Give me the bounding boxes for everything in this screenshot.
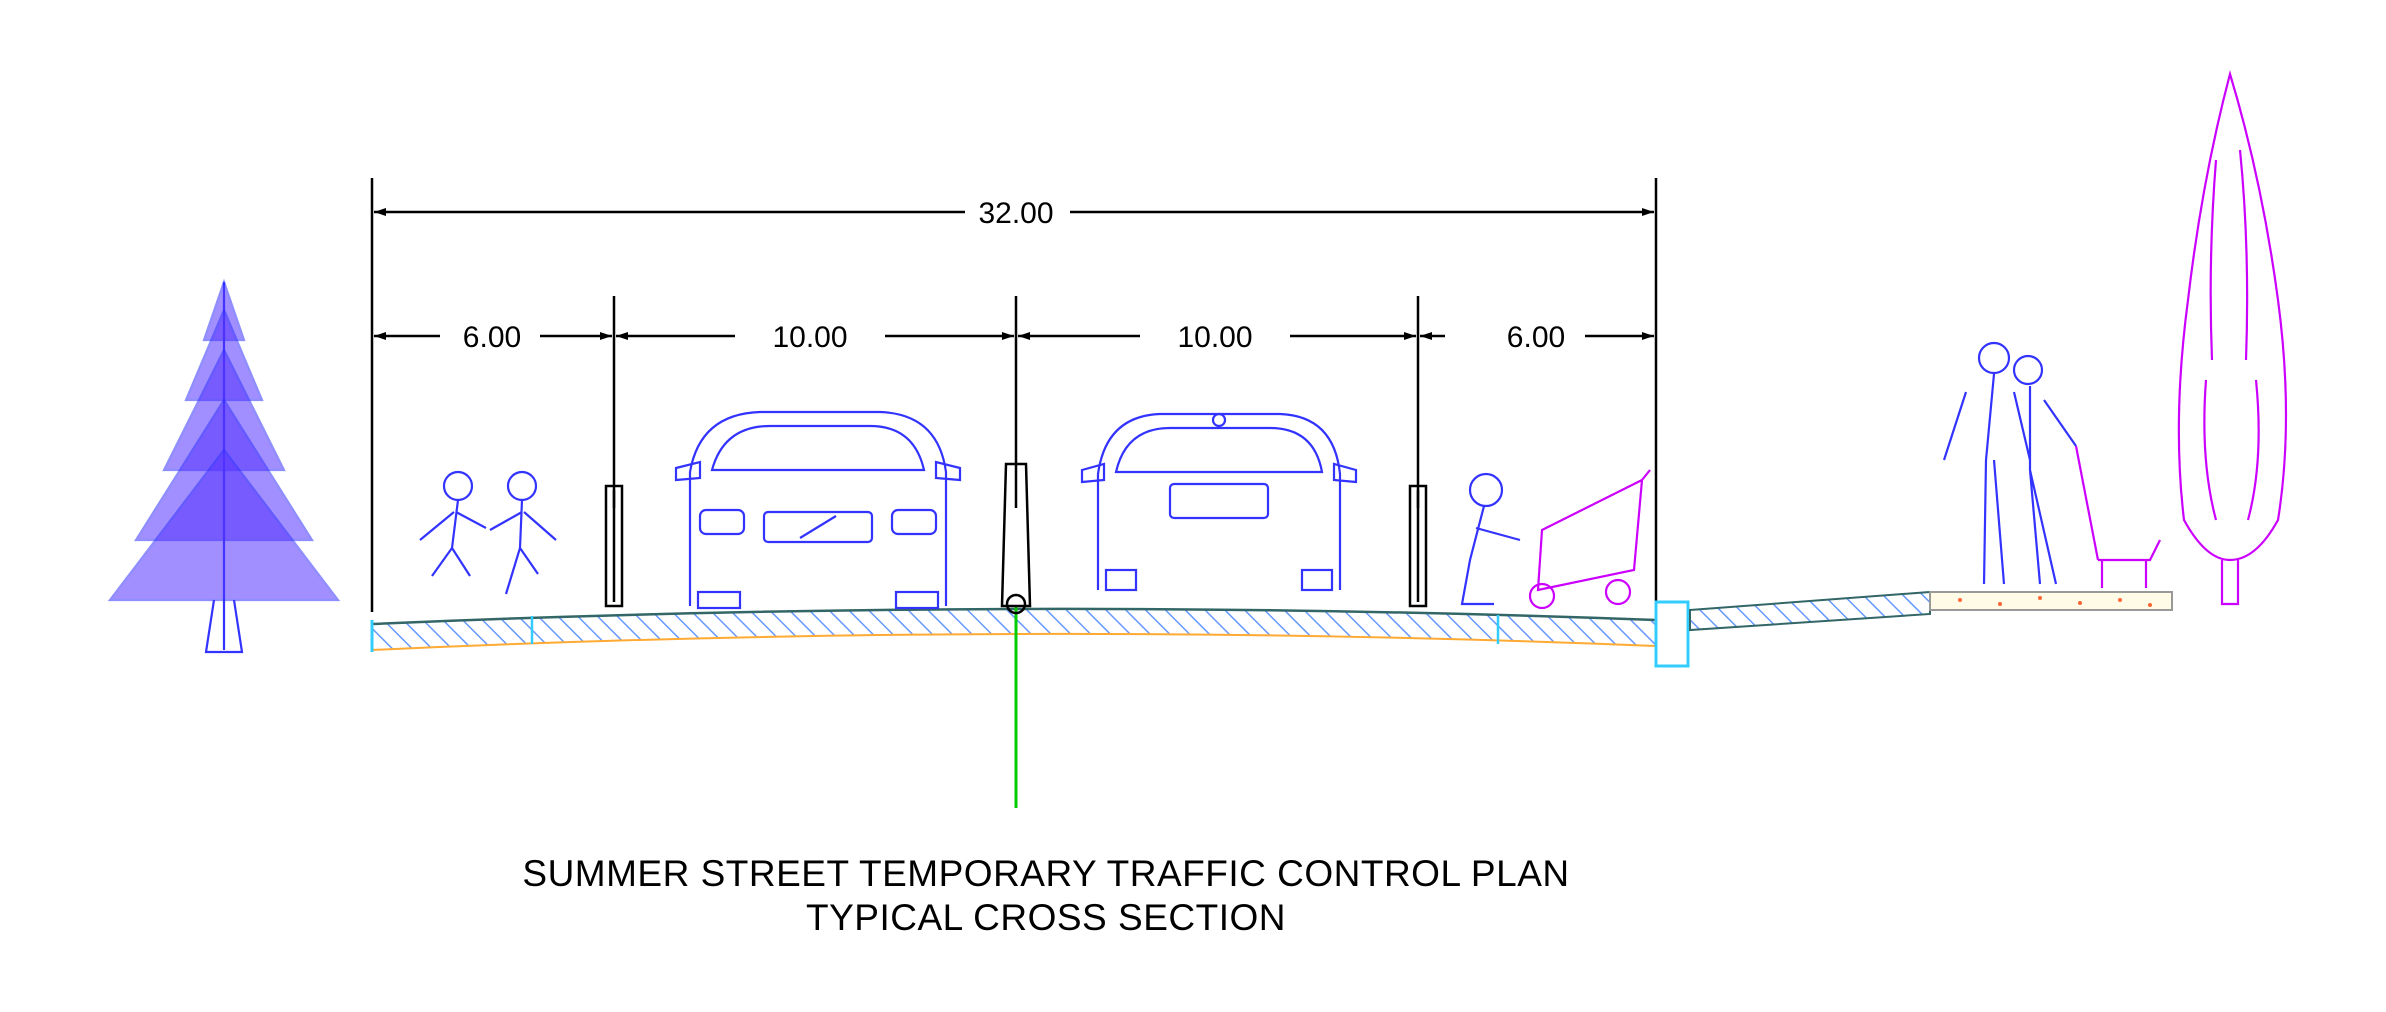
parent-stroller-icon [1460,469,1651,610]
overall-width-label: 32.00 [978,197,1053,230]
drawing-subtitle: TYPICAL CROSS SECTION [806,897,1286,938]
delineator-posts [604,462,1428,615]
drawing-title: SUMMER STREET TEMPORARY TRAFFIC CONTROL … [522,853,1569,894]
lane-2-width-label: 10.00 [772,321,847,354]
dimension-lines [370,178,1658,612]
cypress-tree-icon [2177,69,2288,606]
car-rear-icon [1080,412,1358,592]
couple-walking-dog-icon [1942,341,2161,588]
car-front-icon [674,410,962,610]
lane-4-width-label: 6.00 [1507,321,1565,354]
lane-1-width-label: 6.00 [463,321,521,354]
roadway-section [370,590,2173,808]
lane-3-width-label: 10.00 [1177,321,1252,354]
pine-tree-icon [107,278,341,654]
children-running-icon [419,470,557,595]
